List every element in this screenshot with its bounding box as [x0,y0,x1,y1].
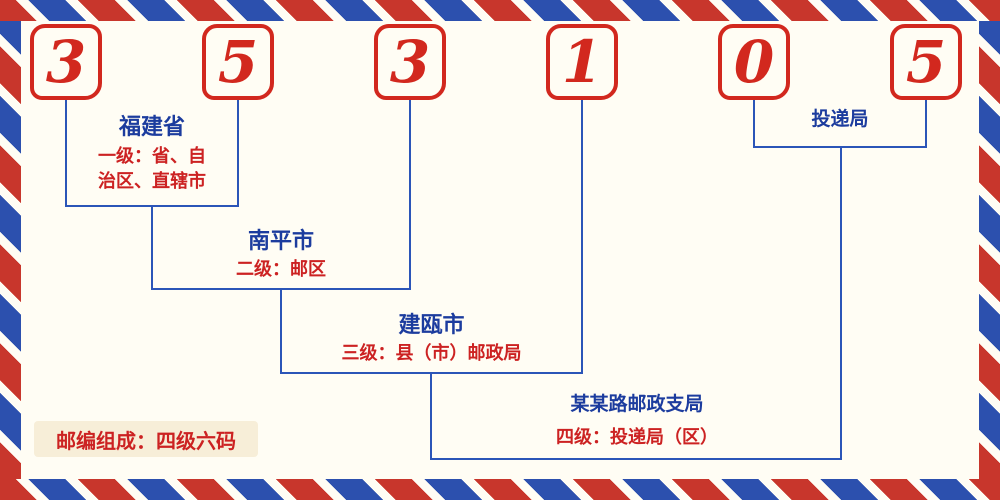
postal-digit-box-5: 0 [718,24,790,100]
envelope-stripe-bottom [0,479,1000,500]
connector-line [237,100,239,207]
postal-digit-1: 3 [45,28,87,96]
postal-digit-box-3: 3 [374,24,446,100]
level2-desc: 二级：邮区 [236,259,326,279]
postal-digit-4: 1 [561,28,603,96]
connector-line [280,372,583,374]
level4-desc: 四级：投递局（区） [556,427,718,447]
envelope-stripe-right [979,21,1000,479]
composition-label: 邮编组成：四级六码 [56,430,236,453]
connector-line [581,100,583,374]
postal-digit-box-6: 5 [890,24,962,100]
connector-line [753,100,755,148]
connector-line [840,148,842,460]
level4-name: 某某路邮政支局 [570,394,704,415]
level3-desc: 三级：县（市）邮政局 [341,343,522,363]
connector-line [280,290,282,374]
connector-line [65,205,239,207]
level1-desc-line1: 一级：省、自 [98,146,206,166]
postal-digit-6: 5 [905,28,947,96]
connector-line [409,100,411,290]
postal-digit-box-1: 3 [30,24,102,100]
postal-digit-box-2: 5 [202,24,274,100]
connector-line [753,146,927,148]
postal-digit-2: 5 [217,28,259,96]
postal-digit-5: 0 [733,28,775,96]
connector-line [151,288,411,290]
postal-digit-box-4: 1 [546,24,618,100]
level1-name: 福建省 [118,114,185,139]
level2-name: 南平市 [247,228,314,253]
delivery-bureau-label: 投递局 [811,109,869,130]
connector-line [430,458,842,460]
level3-name: 建瓯市 [398,312,465,337]
connector-line [430,374,432,460]
composition-badge: 邮编组成：四级六码 [34,421,258,457]
connector-line [65,100,67,207]
level1-desc-line2: 治区、直辖市 [98,171,206,191]
envelope-stripe-top [0,0,1000,21]
connector-line [151,207,153,290]
envelope-stripe-left [0,21,21,479]
connector-line [925,100,927,148]
postal-digit-3: 3 [389,28,431,96]
